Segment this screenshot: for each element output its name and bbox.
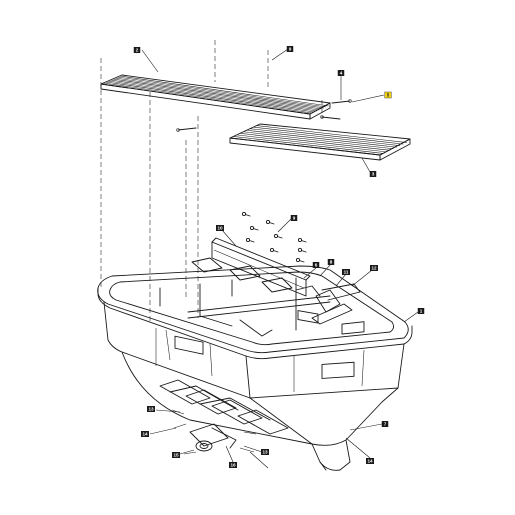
callout-label: 2 (136, 48, 139, 53)
grate-slat (114, 77, 325, 109)
callout-box (229, 462, 237, 468)
callout-tag-c2: 2 (133, 47, 141, 53)
callout-tag-c15: 15 (172, 452, 180, 458)
callout-box (261, 449, 269, 455)
callout-tag-c13b: 13 (261, 449, 269, 455)
grate-slat (239, 133, 391, 151)
callout-label: 8 (330, 260, 333, 265)
callout-box (369, 171, 377, 177)
bolt (249, 225, 259, 231)
grate-slat (243, 131, 394, 150)
callout-tag-c7: 7 (381, 421, 389, 427)
callout-label: 16 (230, 463, 236, 468)
bolt (269, 247, 279, 253)
callout-label: 15 (173, 453, 179, 458)
grate-slat (110, 79, 320, 111)
callout-label: 14 (367, 459, 373, 464)
callout-tag-c3: 3 (369, 171, 377, 177)
callout-label: 5 (387, 93, 390, 98)
callout-label: 9 (293, 216, 296, 221)
panel-pins (176, 99, 352, 132)
grate-slat (249, 128, 401, 146)
bolt (297, 237, 307, 243)
callout-box (370, 265, 378, 271)
callout-label: 14 (142, 432, 148, 437)
bolt (245, 237, 255, 243)
callout-label: 10 (217, 226, 223, 231)
hopper-body (97, 265, 413, 471)
callout-tag-c10: 10 (216, 225, 224, 231)
callout-box (384, 91, 392, 99)
grate-slat (107, 80, 318, 112)
callout-label: 12 (371, 266, 377, 271)
grate-slat (112, 78, 322, 110)
bolt (295, 257, 305, 263)
bolt (297, 247, 307, 253)
callout-tag-c6: 6 (312, 262, 320, 268)
callout-box (141, 431, 149, 437)
callout-box (327, 259, 335, 265)
callout-box (366, 458, 374, 464)
callout-leaders (141, 48, 419, 469)
callout-box (133, 47, 141, 53)
callout-label: 11 (344, 270, 349, 275)
bolt (241, 211, 251, 217)
callout-label: 3 (372, 172, 375, 177)
grate-slat (105, 81, 315, 113)
grate-slat (253, 126, 404, 145)
callout-tag-c16: 16 (229, 462, 237, 468)
grate-slat (233, 136, 384, 154)
bolt-set (241, 211, 307, 263)
callout-box (342, 269, 350, 275)
callout-tag-c8: 8 (327, 259, 335, 265)
callout-tag-c1: 1 (417, 308, 425, 314)
grate-slat (246, 129, 397, 148)
callout-tag-c9b: 9 (290, 215, 298, 221)
callout-tag-c14b: 14 (366, 458, 374, 464)
callout-box (216, 225, 224, 231)
callout-box (290, 215, 298, 221)
callout-box (381, 421, 389, 427)
grate-slat (119, 75, 329, 107)
callout-label: 4 (340, 71, 343, 76)
lower-auger-assembly (159, 379, 289, 455)
callout-tag-c9a: 9 (286, 46, 294, 52)
callout-label: 9 (289, 47, 292, 52)
grate-slat (117, 76, 327, 108)
callout-tag-c12: 12 (370, 265, 378, 271)
callout-box (337, 70, 345, 76)
callout-tag-c14a: 14 (141, 431, 149, 437)
callout-tag-c5: 5 (384, 91, 392, 99)
callout-label: 13 (148, 407, 154, 412)
callout-box (172, 452, 180, 458)
callout-label: 13 (262, 450, 268, 455)
grate-panel-3 (229, 123, 411, 161)
grate-slat (236, 134, 387, 153)
assembly-guide-lines (100, 40, 323, 322)
callout-tag-c11: 11 (342, 269, 350, 275)
callout-tags: 2 9 4 5 3 9 10 6 8 11 12 1 7 13 14 16 15 13 14 (133, 46, 425, 468)
grate-slat (103, 82, 313, 114)
callout-box (312, 262, 320, 268)
divider-baffle-assembly (191, 237, 361, 325)
bolt (273, 233, 283, 239)
callout-tag-c13a: 13 (147, 406, 155, 412)
callout-label: 7 (384, 422, 387, 427)
grate-slat (256, 125, 407, 143)
callout-box (417, 308, 425, 314)
callout-box (286, 46, 294, 52)
callout-tag-c4: 4 (337, 70, 345, 76)
callout-label: 1 (420, 309, 423, 314)
bolt (265, 219, 275, 225)
grate-panel-2 (100, 74, 331, 120)
callout-box (147, 406, 155, 412)
callout-label: 6 (315, 263, 318, 268)
